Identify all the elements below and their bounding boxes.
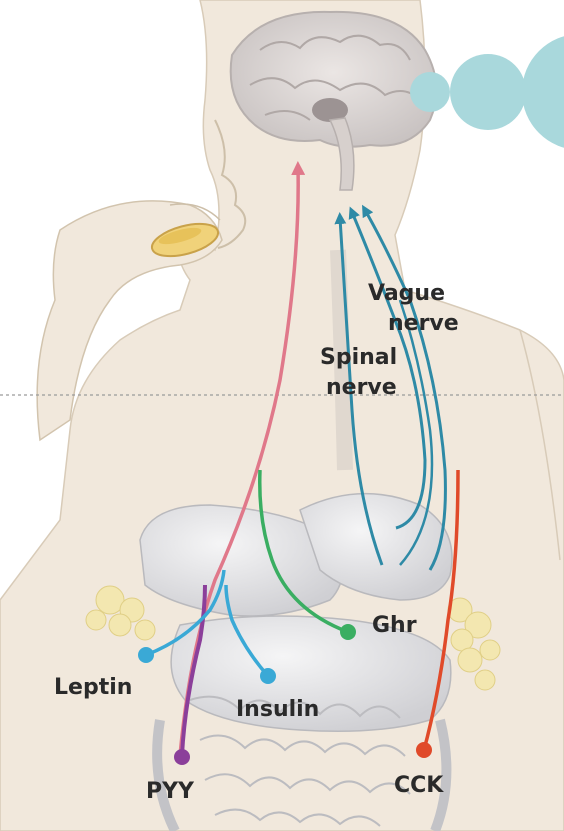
insulin-dot — [260, 668, 276, 684]
pyy-label: PYY — [146, 779, 195, 804]
ghrelin-dot — [340, 624, 356, 640]
leptin-label: Leptin — [54, 675, 132, 700]
cck-label: CCK — [394, 773, 444, 798]
leptin-dot — [138, 647, 154, 663]
cck-dot — [416, 742, 432, 758]
decorative-circles — [410, 34, 564, 150]
vague-nerve-label-line2: nerve — [388, 311, 459, 336]
vague-nerve-label-line1: Vague — [368, 281, 445, 306]
pyy-dot — [174, 749, 190, 765]
ghr-label: Ghr — [372, 613, 417, 638]
spinal-nerve-label-line2: nerve — [326, 375, 397, 400]
spinal-nerve-label-line1: Spinal — [320, 345, 397, 370]
insulin-label: Insulin — [236, 697, 319, 722]
